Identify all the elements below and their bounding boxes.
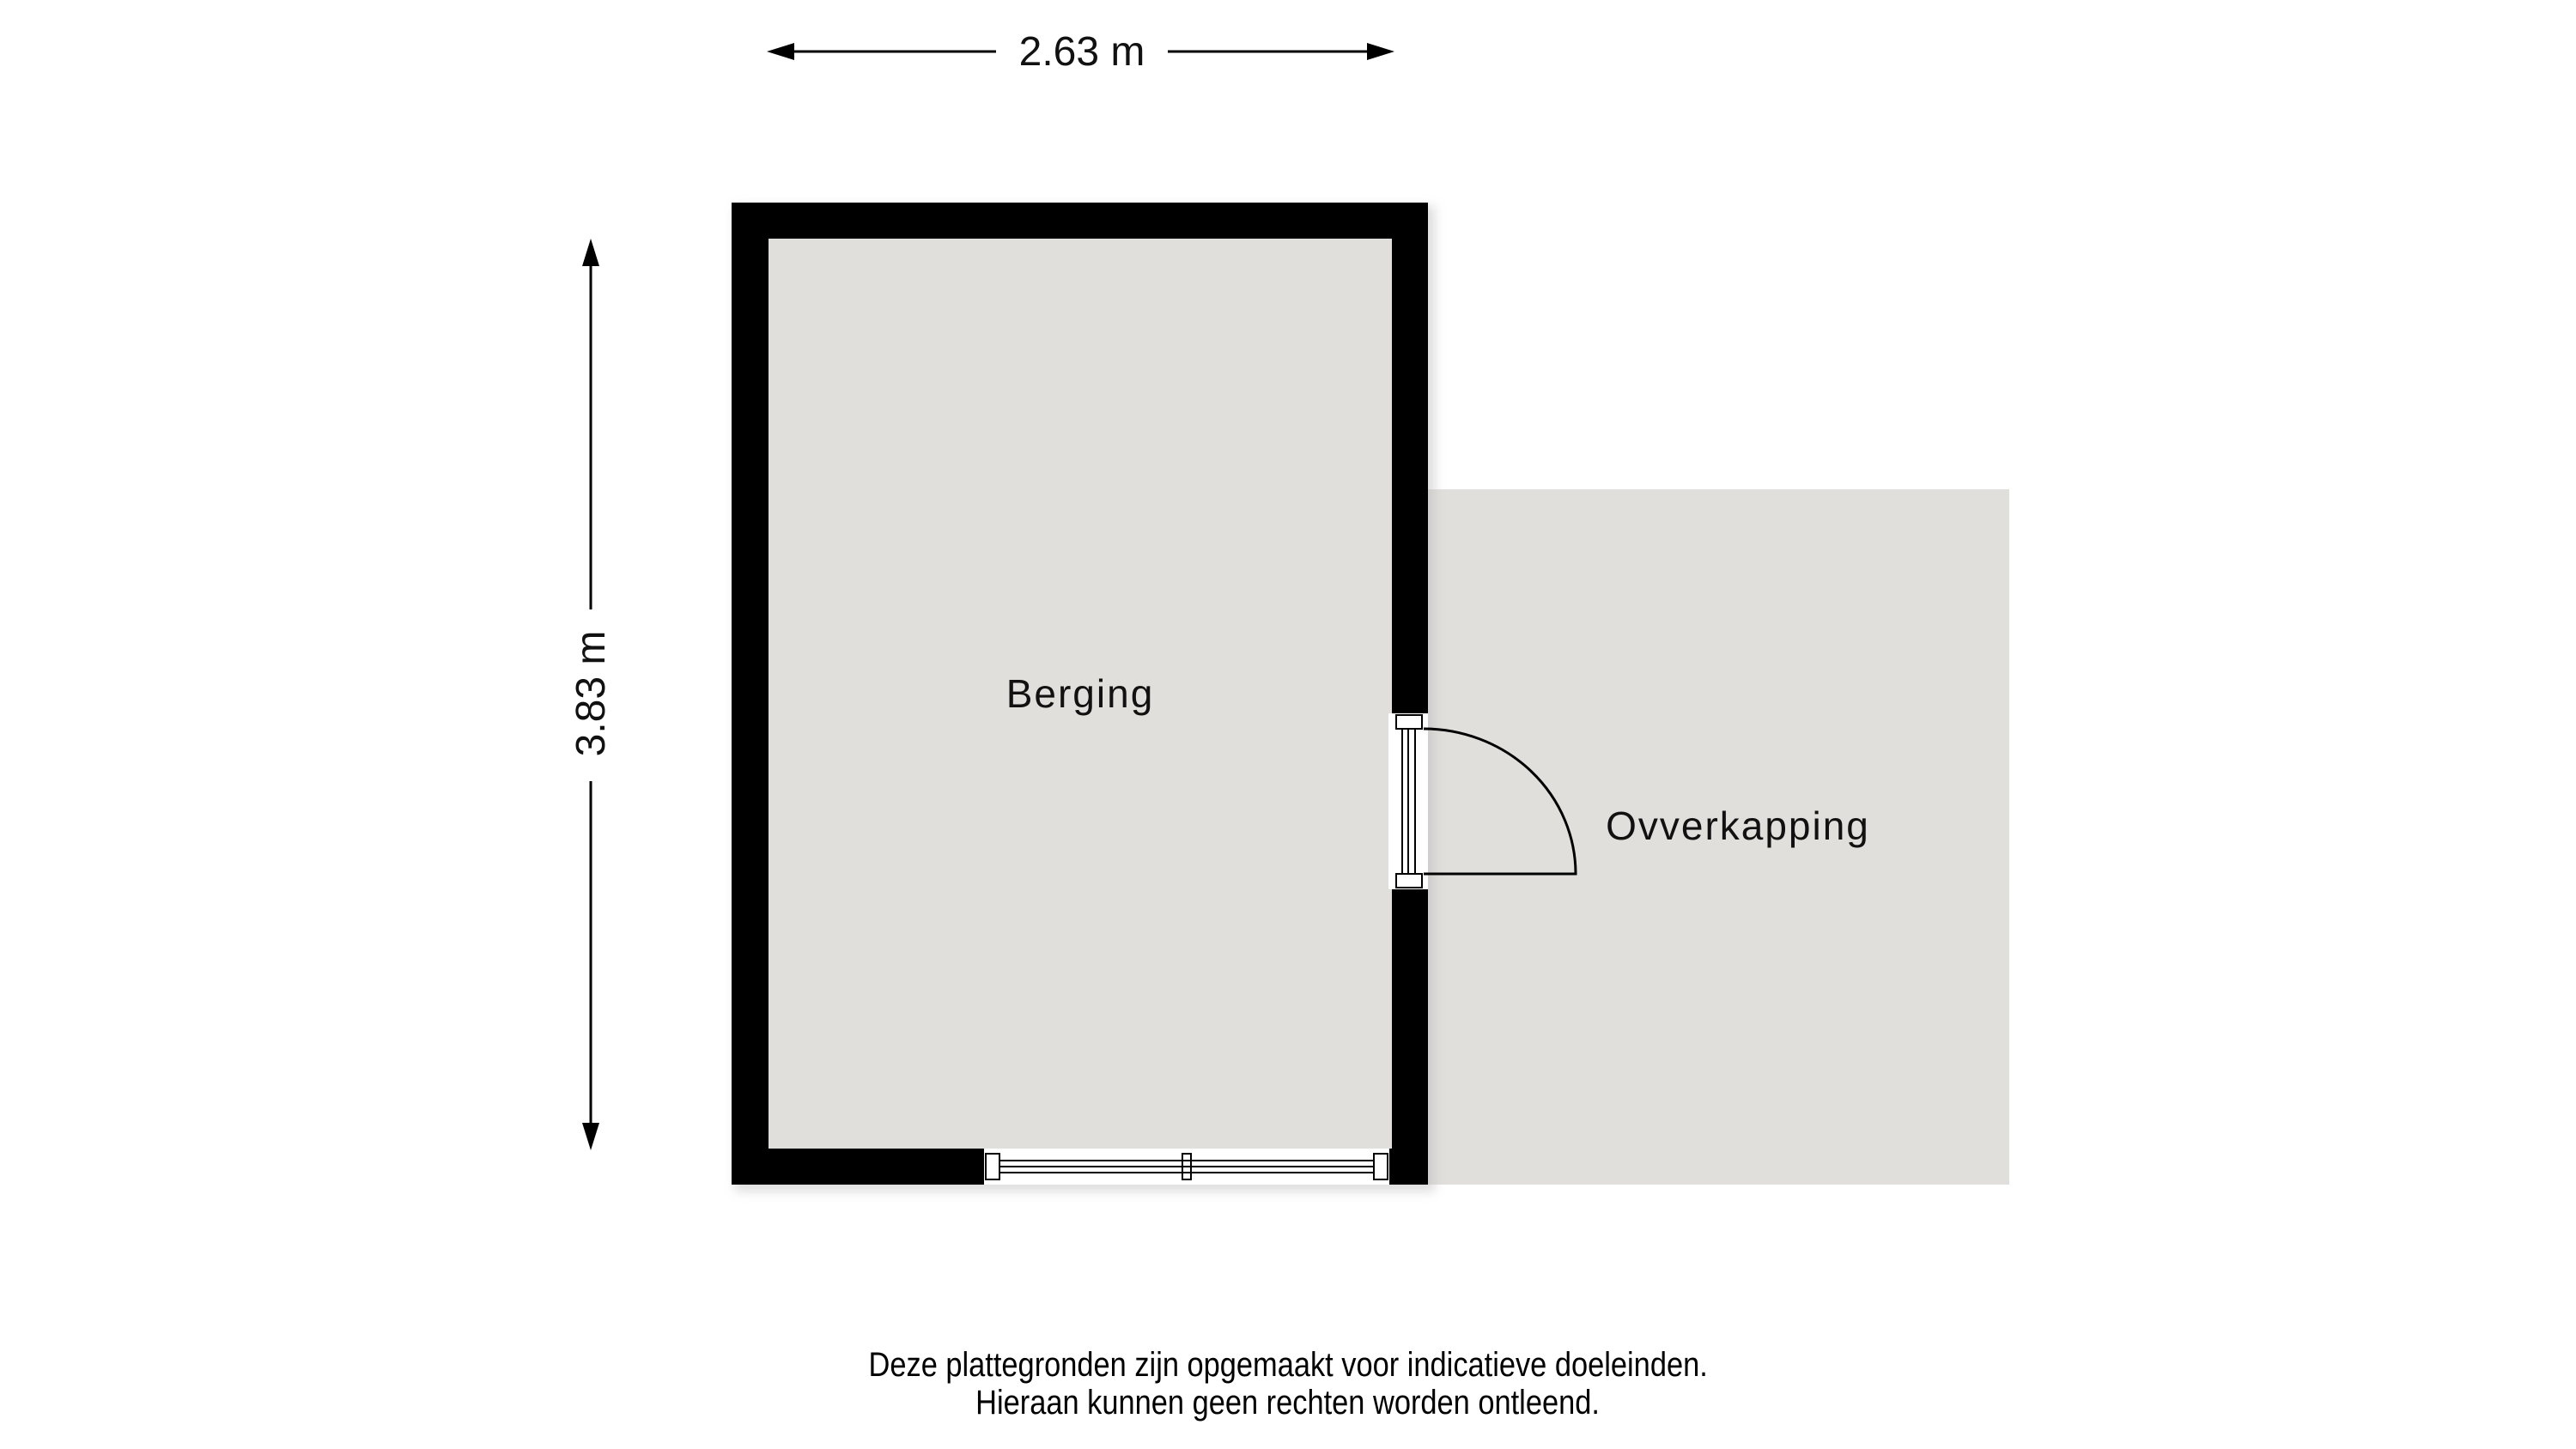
disclaimer-text-2: Hieraan kunnen geen rechten worden ontle… <box>975 1384 1601 1422</box>
room-label-berging: Berging <box>1006 671 1155 716</box>
overkapping-area <box>1425 489 2009 1185</box>
room-label-overkapping: Ovverkapping <box>1606 803 1870 848</box>
disclaimer-line-1: Deze plattegronden zijn opgemaakt voor i… <box>0 1346 2576 1385</box>
height-dimension: 3.83 m <box>568 239 614 1150</box>
door <box>1388 713 1577 889</box>
disclaimer-text-1: Deze plattegronden zijn opgemaakt voor i… <box>868 1346 1708 1384</box>
window <box>984 1149 1389 1185</box>
height-label: 3.83 m <box>568 631 614 757</box>
berging-floor <box>769 239 1392 1149</box>
width-label: 2.63 m <box>1019 29 1145 75</box>
width-dimension: 2.63 m <box>767 29 1394 75</box>
disclaimer-line-2: Hieraan kunnen geen rechten worden ontle… <box>0 1384 2576 1422</box>
